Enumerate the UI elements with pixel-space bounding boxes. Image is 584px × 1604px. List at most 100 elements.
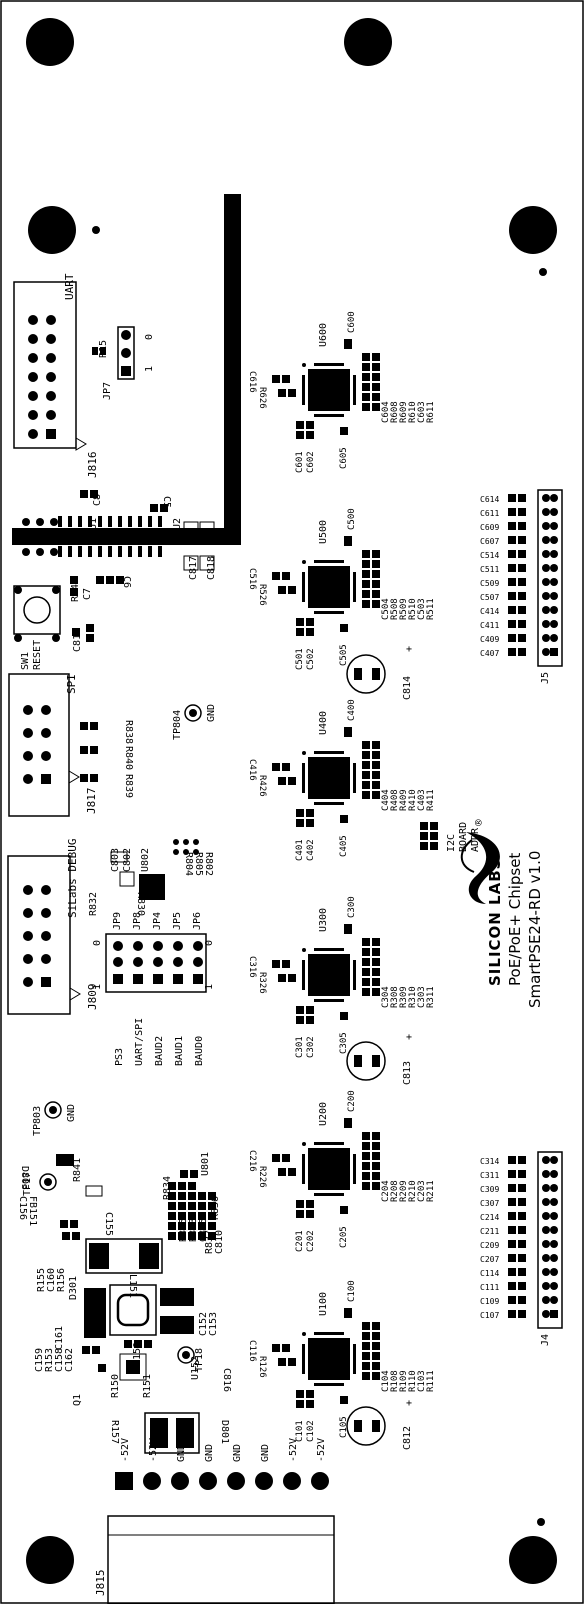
config-jumpers[interactable]: JP9PS3JP8UART/SPIJP4BAUD2JP5BAUD1JP6BAUD… [105, 912, 207, 1066]
port-cap-label-10: C409 [480, 635, 499, 644]
smd-pad [296, 819, 304, 827]
smd-pad [362, 761, 370, 769]
fb151-label: FB151 [27, 1196, 38, 1226]
smd-pad [508, 606, 516, 614]
pin [23, 728, 33, 738]
c503-label: C503 [417, 598, 427, 620]
pin [542, 1226, 550, 1234]
ic-lead [158, 516, 162, 527]
smd-pad [372, 1372, 380, 1380]
ic-pin-strip [314, 1142, 344, 1145]
reset-switch[interactable]: SW1 RESET [13, 585, 61, 670]
pin [133, 941, 143, 951]
smd-pad [296, 618, 304, 626]
pin-square [41, 977, 51, 987]
smd-pad [430, 822, 438, 830]
smd-pad [90, 746, 98, 754]
smd-pad [362, 1332, 370, 1340]
smd-pad [208, 1232, 216, 1240]
port-cap-label-8: C414 [480, 607, 499, 616]
u2-label: U2 [172, 518, 183, 530]
pin [550, 606, 558, 614]
c102-label: C102 [306, 1420, 316, 1442]
smd-pad [508, 1226, 516, 1234]
pin [23, 977, 33, 987]
pin [171, 1472, 189, 1490]
smd-pad [296, 1210, 304, 1218]
smd-pad [518, 578, 526, 586]
tp803[interactable] [44, 1101, 62, 1119]
smd-pad [372, 1172, 380, 1180]
jp7-zero: 0 [144, 334, 155, 340]
jumper-label-jp6: JP6 [192, 912, 203, 930]
smd-pad [508, 1296, 516, 1304]
c156-label: C156 [17, 1196, 28, 1220]
smd-pad [178, 1192, 186, 1200]
smd-pad [278, 777, 286, 785]
smd-pad [508, 564, 516, 572]
pin [550, 1226, 558, 1234]
smd-pad [362, 1322, 370, 1330]
ic-pin-strip [314, 414, 344, 417]
pin [542, 1296, 550, 1304]
pin [542, 1156, 550, 1164]
pin [550, 1282, 558, 1290]
tp18[interactable] [177, 1346, 195, 1364]
switch-button[interactable] [23, 596, 51, 624]
smd-pad [296, 1200, 304, 1208]
smd-pad [508, 634, 516, 642]
r626-label: R626 [257, 387, 267, 409]
c300-label: C300 [347, 896, 357, 918]
c304-label: C304 [381, 986, 391, 1008]
smd-pad [372, 958, 380, 966]
c305-label: C305 [339, 1032, 349, 1054]
c818-label: C818 [206, 556, 217, 580]
smd-pad [508, 1240, 516, 1248]
smd-pad [518, 536, 526, 544]
tp804[interactable] [184, 704, 202, 722]
port-cap-label-7: C507 [480, 593, 499, 602]
j816-label: J816 [86, 452, 99, 479]
r608-label: R608 [390, 401, 400, 423]
ic-label: U400 [318, 711, 329, 735]
smd-pad [508, 1198, 516, 1206]
tp17[interactable] [39, 1173, 57, 1191]
smd-pad [372, 781, 380, 789]
svg-text:+: + [406, 1398, 412, 1409]
pin [36, 548, 44, 556]
smd-pad [372, 1182, 380, 1190]
smd-pad [372, 393, 380, 401]
port-cap-label-11: C107 [480, 1311, 499, 1320]
c802-label: C802 [122, 848, 133, 872]
pin [542, 648, 550, 656]
ic-lead [78, 516, 82, 527]
pin [550, 1268, 558, 1276]
smd-pad [362, 570, 370, 578]
smd-pad [282, 763, 290, 771]
c601-label: C601 [295, 451, 305, 473]
jp-one-label-right: 1 [204, 984, 215, 990]
smd-pad [518, 522, 526, 530]
pin [41, 931, 51, 941]
smd-pad [272, 572, 280, 580]
ic-pin-strip [314, 802, 344, 805]
port-cap-label-9: C411 [480, 621, 499, 630]
c400-label: C400 [347, 699, 357, 721]
ic-lead [158, 546, 162, 557]
smd-pad [168, 1212, 176, 1220]
jp7-jumper[interactable]: JP7 0 1 R15 [92, 326, 155, 400]
smd-pad [518, 1184, 526, 1192]
j4-header: J4 C314C311C309C307C214C211C209C207C114C… [480, 1151, 563, 1346]
smd-pad [272, 375, 280, 383]
pin-square [133, 974, 143, 984]
smd-pad [518, 592, 526, 600]
c516-label: C516 [247, 568, 257, 590]
smd-pad [508, 494, 516, 502]
pin [28, 429, 38, 439]
jumper-label-jp9: JP9 [112, 912, 123, 930]
uart-header: UART J816 [13, 273, 99, 479]
smd-pad [288, 974, 296, 982]
pin [542, 536, 550, 544]
r226-label: R226 [257, 1166, 267, 1188]
jumper-label-jp5: JP5 [172, 912, 183, 930]
